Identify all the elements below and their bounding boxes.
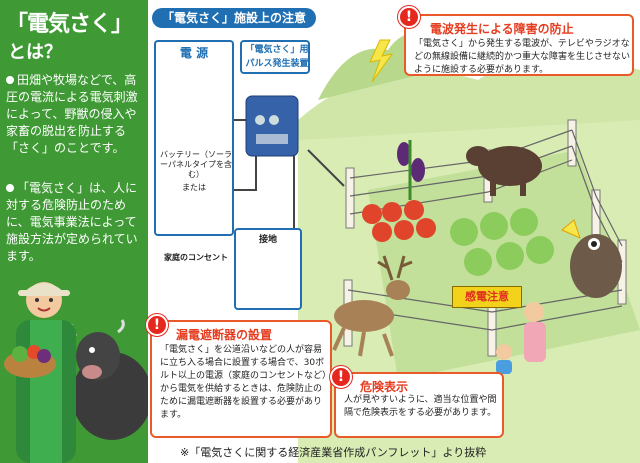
pulse-generator-box: 「電気さく」用パルス発生装置	[240, 40, 310, 74]
panel-title: 「電気さく」	[6, 12, 133, 37]
bullet-definition-text: 田畑や牧場などで、高圧の電流による電気刺激によって、野獣の侵入や家畜の脱出を防止…	[6, 73, 138, 155]
left-info-panel: 「電気さく」 とは？ 田畑や牧場などで、高圧の電流による電気刺激によって、野獣の…	[0, 0, 148, 463]
pulse-generator-label: 「電気さく」用パルス発生装置	[245, 45, 309, 69]
notice-interference: ! 電波発生による障害の防止 「電気さく」から発生する電波が、テレビやラジオなど…	[398, 6, 634, 76]
bullet-definition: 田畑や牧場などで、高圧の電流による電気刺激によって、野獣の侵入や家畜の脱出を防止…	[6, 72, 142, 157]
section-header: 「電気さく」施設上の注意	[152, 8, 317, 28]
or-label: または	[182, 183, 206, 192]
notice-interference-title: 電波発生による障害の防止	[430, 22, 574, 36]
outlet-label: 家庭のコンセント	[164, 253, 228, 262]
bullet-dot-icon	[6, 184, 14, 192]
panel-subtitle: とは？	[8, 42, 62, 63]
notice-danger-sign: ! 危険表示 人が見やすいように、適当な位置や間隔で危険表示をする必要があります…	[330, 366, 504, 438]
notice-breaker-title: 漏電遮断器の設置	[176, 328, 273, 342]
bullet-dot-icon	[6, 76, 14, 84]
exclamation-icon: !	[146, 314, 168, 336]
battery-label: バッテリー（ソーラーパネルタイプを含む）	[160, 150, 232, 179]
exclamation-icon: !	[330, 366, 352, 388]
source-footnote: ※「電気さくに関する経済産業省作成パンフレット」より抜粋	[180, 446, 487, 459]
notice-sign-title: 危険表示	[360, 380, 409, 394]
notice-sign-body: 人が見やすいように、適当な位置や間隔で危険表示をする必要があります。	[344, 395, 497, 418]
farmer-with-cow-illustration	[4, 282, 148, 463]
notice-breaker-body: 「電気さく」を公道沿いなどの人が容易に立ち入る場合に設置する場合で、30ボルト以…	[160, 345, 327, 420]
bullet-regulation-text: 「電気さく」は、人に対する危険防止のために、電気事業法によって施設方法が定められ…	[6, 181, 138, 263]
bullet-regulation: 「電気さく」は、人に対する危険防止のために、電気事業法によって施設方法が定められ…	[6, 180, 142, 265]
power-title: 電 源	[179, 46, 209, 60]
ground-box: 接地	[234, 228, 302, 310]
ground-label: 接地	[258, 235, 277, 245]
exclamation-icon: !	[398, 6, 420, 28]
notice-interference-body: 「電気さく」から発生する電波が、テレビやラジオなどの無線設備に継続的かつ重大な障…	[414, 39, 631, 75]
power-source-box: 電 源 バッテリー（ソーラーパネルタイプを含む） または 家庭のコンセント	[154, 40, 234, 262]
shock-warning-sign: 感電注意	[452, 286, 522, 308]
notice-breaker: ! 漏電遮断器の設置 「電気さく」を公道沿いなどの人が容易に立ち入る場合に設置す…	[146, 314, 332, 438]
